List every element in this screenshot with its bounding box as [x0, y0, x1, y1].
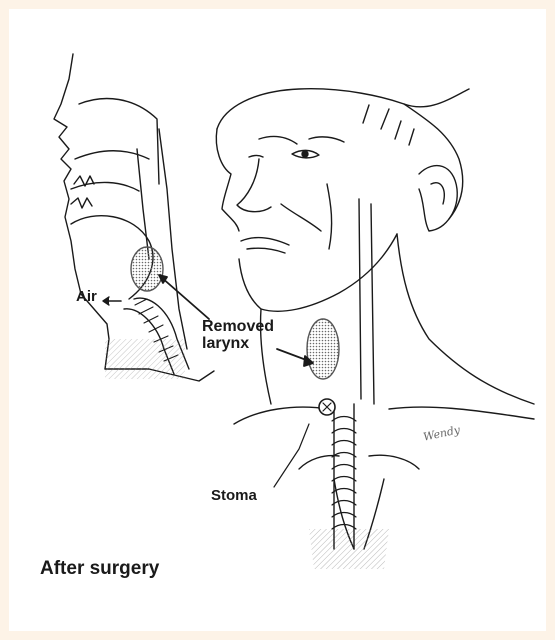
laryngectomy-illustration [9, 9, 546, 631]
trachea [332, 404, 356, 549]
removed-label-line1: Removed [202, 319, 274, 336]
removed-label-line2: larynx [202, 336, 274, 353]
removed-larynx-label: Removed larynx [202, 319, 274, 353]
sagittal-section [54, 54, 214, 381]
pointer-arrows [159, 275, 313, 487]
stoma-label: Stoma [211, 488, 257, 504]
air-label: Air [76, 289, 97, 305]
person-head [216, 89, 469, 312]
illustration-frame: Air Removed larynx Stoma After surgery W… [9, 9, 546, 631]
removed-larynx-shading [307, 319, 339, 379]
caption: After surgery [40, 558, 159, 580]
